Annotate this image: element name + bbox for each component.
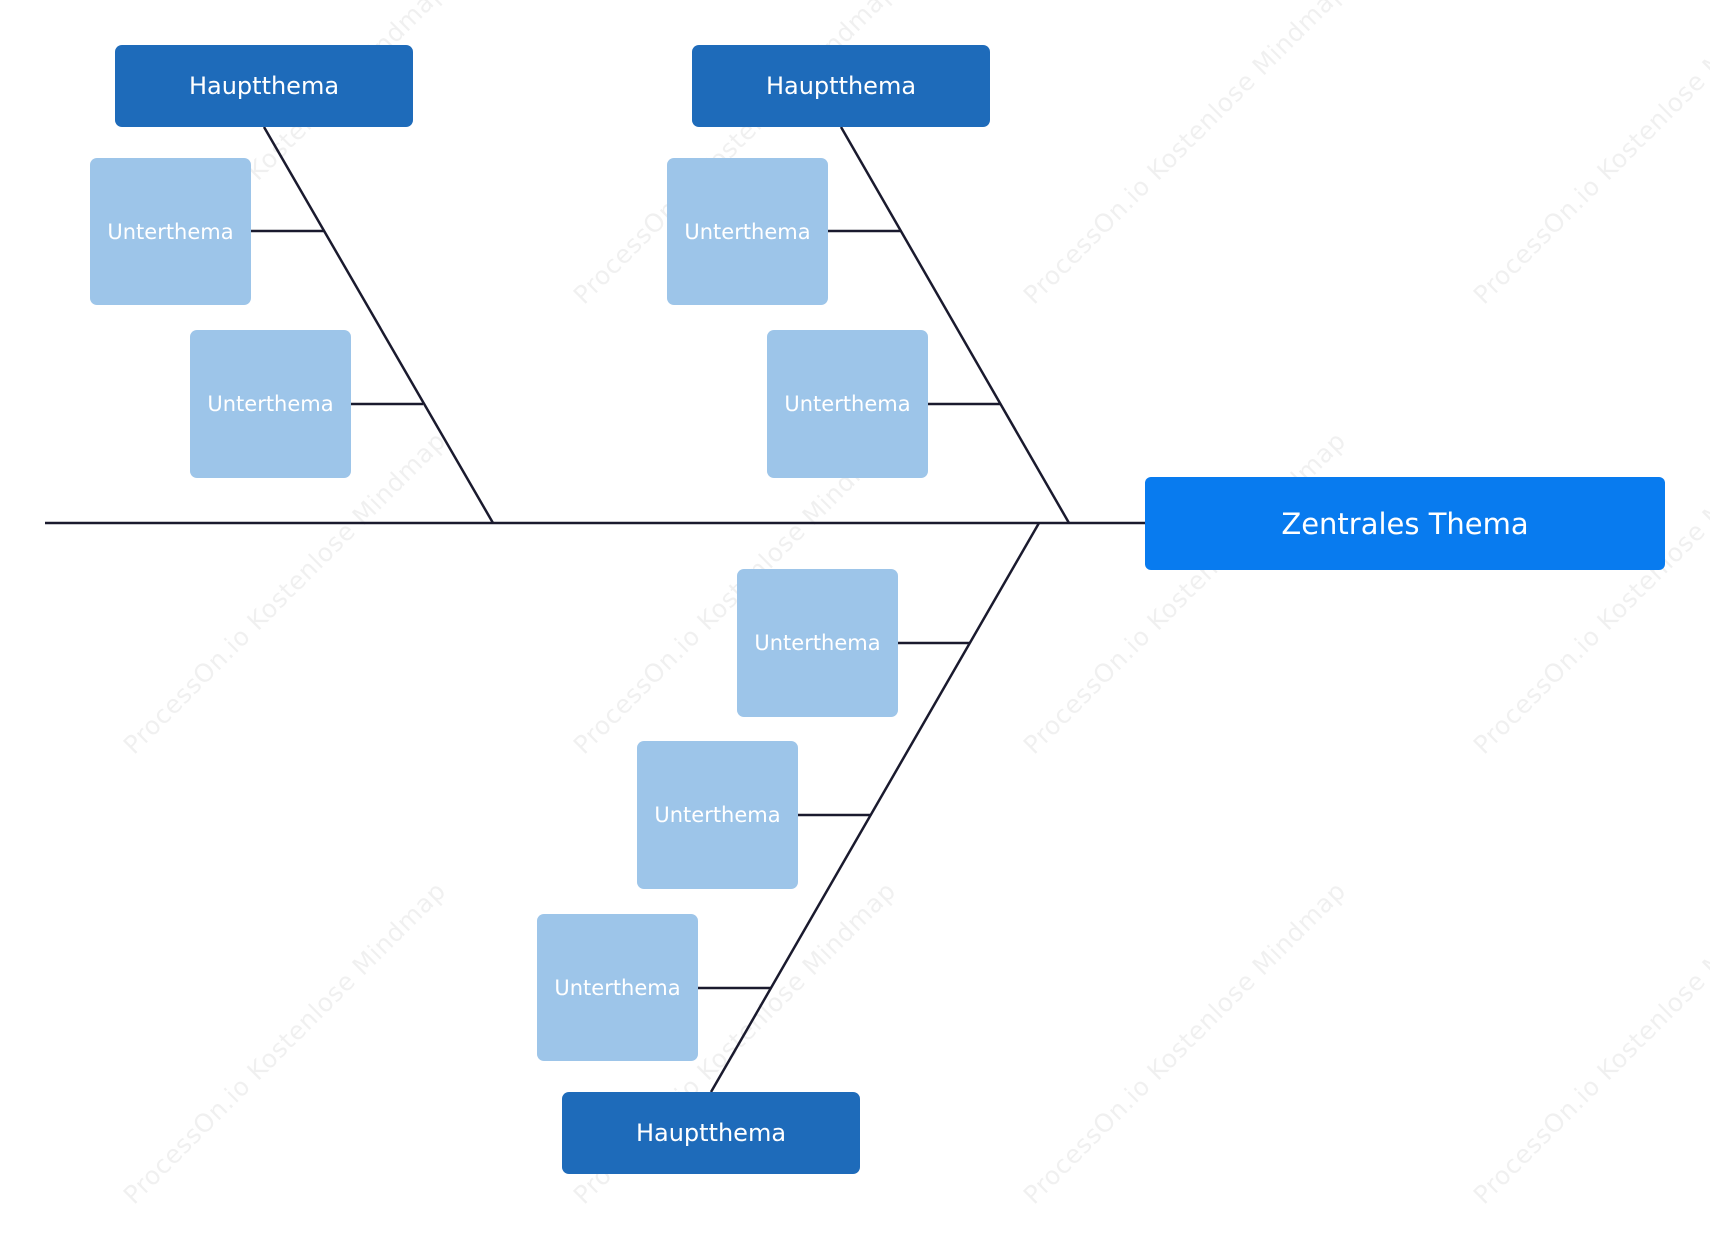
main-bone-line [709,522,1041,1093]
main-topic[interactable]: Hauptthema [692,45,990,127]
subtopic[interactable]: Unterthema [637,741,798,889]
main-topic-label: Hauptthema [635,1119,787,1147]
subtopic[interactable]: Unterthema [190,330,351,478]
subtopic-label: Unterthema [554,975,681,1000]
main-topic-label: Hauptthema [765,72,917,100]
main-bone-line [839,126,1071,524]
central-topic-label: Zentrales Thema [1281,506,1529,541]
main-topic[interactable]: Hauptthema [115,45,413,127]
subtopic[interactable]: Unterthema [667,158,828,305]
subtopic[interactable]: Unterthema [737,569,898,717]
subtopic-label: Unterthema [754,631,881,655]
subtopic[interactable]: Unterthema [90,158,251,305]
subtopic[interactable]: Unterthema [537,914,698,1061]
subtopic-label: Unterthema [107,219,234,244]
subtopic-label: Unterthema [207,392,334,416]
subtopic-label: Unterthema [784,392,911,416]
subtopic-label: Unterthema [684,219,811,244]
subtopic-label: Unterthema [654,803,781,827]
main-topic-label: Hauptthema [188,72,340,100]
main-bone-line [262,126,495,524]
subtopic[interactable]: Unterthema [767,330,928,478]
central-topic[interactable]: Zentrales Thema [1145,477,1665,570]
main-topic[interactable]: Hauptthema [562,1092,860,1174]
